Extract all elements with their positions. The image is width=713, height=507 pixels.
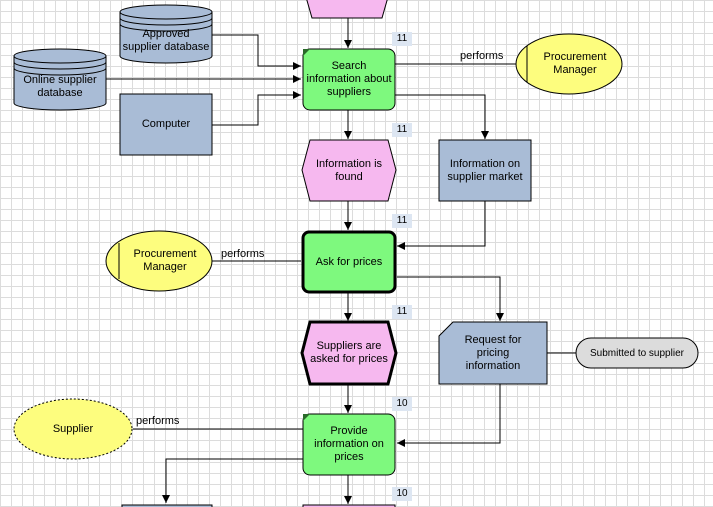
provide-info-count-badge: 10 — [392, 397, 412, 411]
online-db-shape[interactable] — [13, 48, 107, 111]
edge-search-to-market — [395, 94, 489, 139]
ask-prices-shape[interactable] — [301, 230, 397, 294]
bottom-left-shape[interactable] — [121, 504, 213, 507]
submitted-pill-shape[interactable] — [575, 337, 699, 369]
edge-provide-down-left — [162, 458, 303, 503]
edge-market-to-ask — [397, 201, 486, 250]
procurement-manager-2-shape[interactable] — [105, 230, 213, 292]
procurement-manager-1-label: Procurement Manager — [543, 51, 607, 76]
edge-ask-to-request — [397, 276, 504, 321]
edge-approved-db-to-search — [212, 34, 301, 70]
performs-label-1: performs — [460, 50, 504, 62]
ask-prices-count-badge: 11 — [392, 214, 412, 228]
suppliers-asked-shape[interactable] — [300, 320, 398, 386]
performs-label-3: performs — [136, 415, 180, 427]
info-found-label: Information is found — [315, 157, 383, 183]
ask-prices-label: Ask for prices — [315, 255, 383, 268]
request-pricing-shape[interactable] — [438, 321, 548, 385]
suppliers-asked-count-badge: 11 — [392, 305, 412, 319]
computer-shape[interactable] — [119, 93, 213, 156]
approved-db-shape[interactable] — [119, 4, 213, 64]
provide-info-shape[interactable] — [302, 413, 396, 476]
online-db-label: Online supplier database — [23, 74, 97, 99]
info-market-shape[interactable] — [438, 139, 532, 202]
approved-db-label: Approved supplier database — [122, 28, 210, 53]
edge-request-to-provide — [397, 384, 501, 447]
connectors — [106, 18, 576, 504]
provide-info-label: Provide information on prices — [314, 425, 384, 463]
procurement-manager-1-shape[interactable] — [515, 33, 623, 95]
computer-label: Computer — [141, 118, 191, 130]
submitted-pill-label: Submitted to supplier — [590, 347, 684, 359]
info-market-label: Information on supplier market — [447, 157, 523, 183]
supplier-shape[interactable] — [13, 398, 133, 460]
edge-computer-to-search — [212, 91, 301, 126]
suppliers-asked-label: Suppliers are asked for prices — [310, 340, 388, 365]
bottom-center-shape[interactable] — [302, 504, 396, 507]
top-event-shape[interactable] — [304, 0, 390, 19]
supplier-label: Supplier — [52, 422, 94, 435]
procurement-manager-2-label: Procurement Manager — [133, 248, 197, 273]
info-found-count-badge: 11 — [392, 123, 412, 137]
search-label: Search information about suppliers — [306, 60, 392, 98]
info-found-shape[interactable] — [301, 139, 397, 202]
search-count-badge: 11 — [392, 32, 412, 46]
request-pricing-label: Request for pricing information — [464, 333, 522, 372]
bottom-count-badge: 10 — [392, 487, 412, 501]
search-shape[interactable] — [302, 48, 396, 111]
performs-label-2: performs — [221, 248, 265, 260]
